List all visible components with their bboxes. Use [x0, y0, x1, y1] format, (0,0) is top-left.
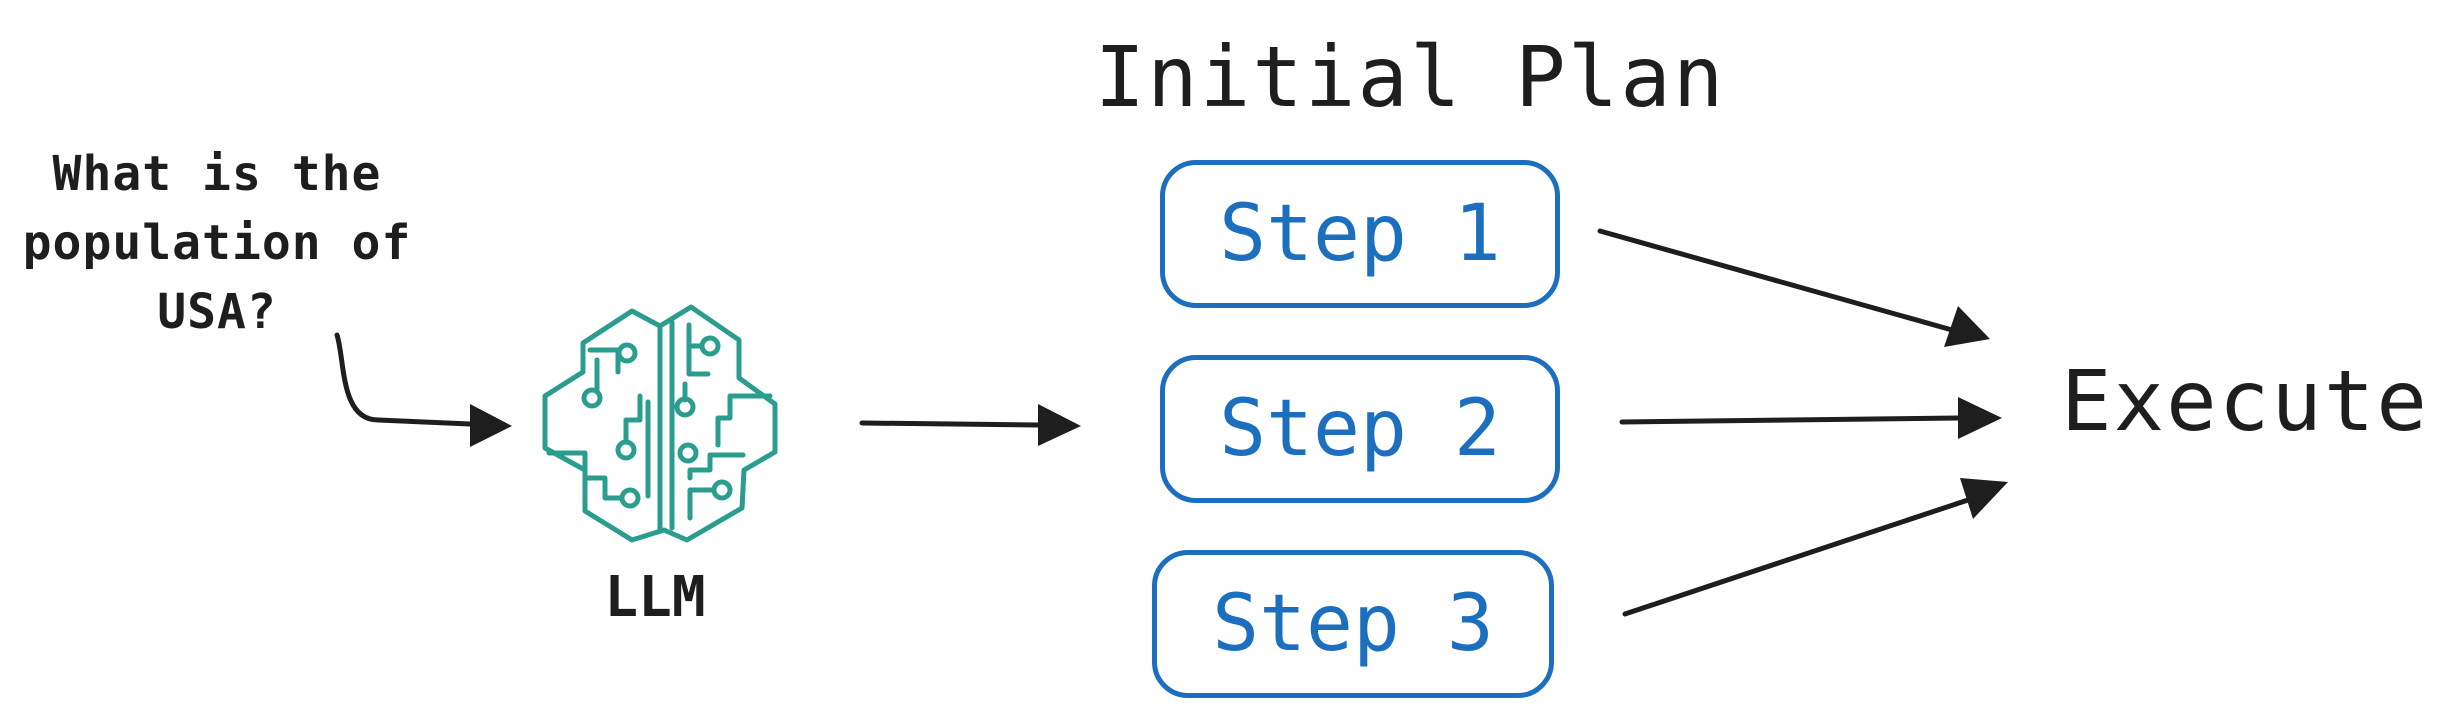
step-3-box: Step 3: [1152, 550, 1554, 698]
step-3-label: Step 3: [1212, 579, 1494, 669]
plan-title: Initial Plan: [1094, 28, 1726, 126]
step-1-label: Step 1: [1219, 189, 1501, 279]
step3-to-execute-arrow: [1622, 478, 2008, 617]
question-text: What is the population of USA?: [22, 146, 412, 340]
brain-circuit-icon: [542, 304, 778, 543]
llm-label: LLM: [604, 565, 706, 630]
question-to-llm-arrow: [334, 332, 512, 447]
step2-to-execute-arrow: [1619, 397, 2002, 439]
step-1-box: Step 1: [1160, 160, 1560, 308]
execute-label: Execute: [2060, 352, 2429, 450]
step-2-label: Step 2: [1219, 384, 1501, 474]
step1-to-execute-arrow: [1597, 228, 1990, 347]
llm-to-plan-arrow: [859, 404, 1081, 446]
step-2-box: Step 2: [1160, 355, 1560, 503]
